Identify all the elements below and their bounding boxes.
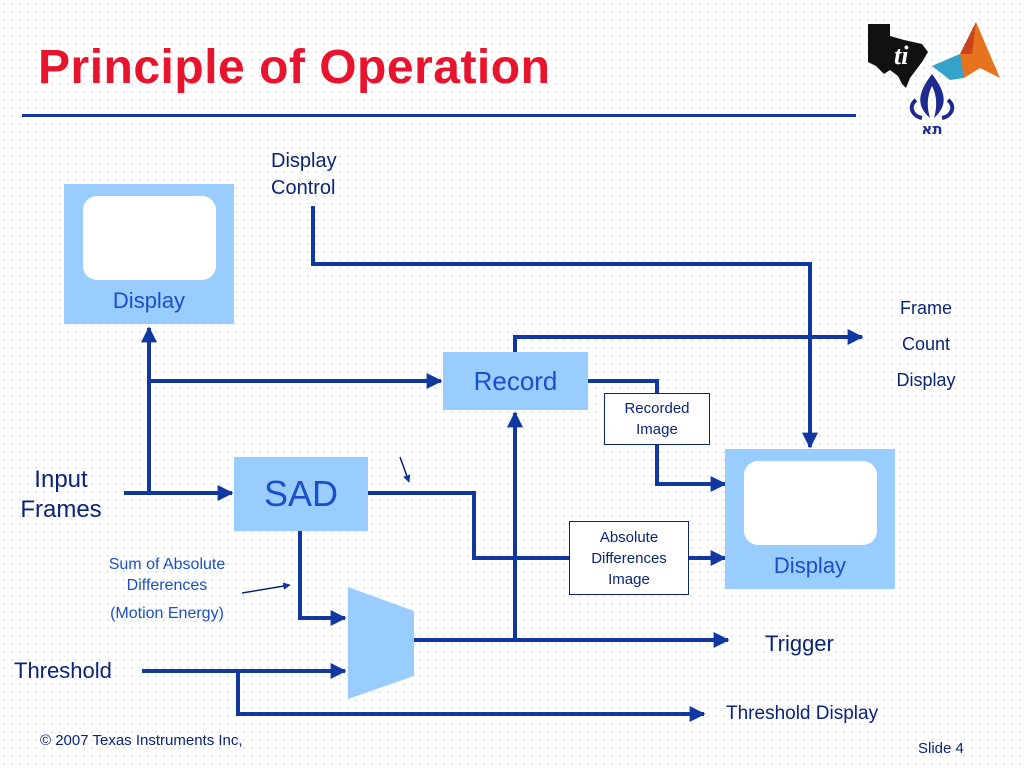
input-frames-label: Input Frames	[20, 466, 102, 523]
recorded-image-box: Recorded Image	[604, 393, 710, 445]
comparator-block	[348, 587, 414, 699]
texas-instruments-logo-icon: ti	[868, 24, 928, 88]
svg-text:ti: ti	[894, 41, 909, 70]
record-label: Record	[473, 365, 558, 396]
sad-description-label: Sum of Absolute Differences	[108, 556, 226, 594]
copyright-footer: © 2007 Texas Instruments Inc,	[40, 732, 243, 749]
matlab-membrane-logo-icon	[932, 22, 1000, 80]
display-control-label: Display Control	[271, 150, 337, 199]
wire-threshold-display	[236, 671, 706, 722]
logos: ti תא	[868, 22, 1000, 138]
abs-diff-image-box: Absolute Differences Image	[569, 521, 689, 595]
annotation-arrow-motion-energy	[241, 582, 291, 594]
title-underline	[22, 114, 856, 117]
display-screen-right	[744, 461, 877, 545]
motion-energy-label: (Motion Energy)	[110, 605, 224, 622]
slide-number: Slide 4	[918, 740, 964, 757]
trigger-label: Trigger	[765, 631, 834, 656]
university-emblem-text: תא	[921, 120, 942, 138]
display-screen-top	[83, 196, 216, 280]
wire-display-control	[311, 206, 818, 449]
annotation-arrow-sad	[399, 456, 411, 483]
threshold-label: Threshold	[14, 658, 112, 683]
display-block-right: Display	[725, 449, 895, 589]
display-label-right: Display	[773, 553, 847, 578]
frame-count-display-label: Frame Count Display	[896, 298, 956, 390]
sad-block: SAD	[234, 457, 368, 531]
wire-record-to-frame-count	[513, 329, 864, 352]
wire-sad-to-comparator	[298, 531, 347, 626]
threshold-display-label: Threshold Display	[726, 703, 879, 724]
university-emblem-icon: תא	[909, 74, 955, 138]
record-block: Record	[443, 352, 588, 410]
display-block-top: Display	[64, 184, 234, 324]
sad-label: SAD	[263, 473, 339, 514]
display-label-top: Display	[112, 288, 186, 313]
slide-title: Principle of Operation	[38, 41, 551, 94]
